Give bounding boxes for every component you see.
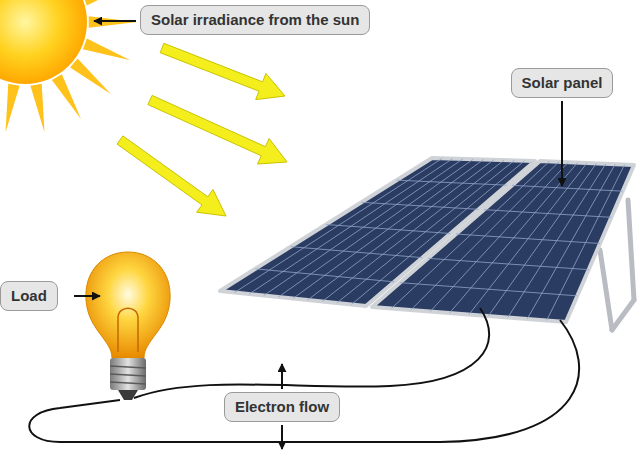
callout-label: Load xyxy=(0,281,58,311)
sun-ray xyxy=(52,74,81,119)
sun-ray xyxy=(70,59,111,94)
solar-panel xyxy=(220,158,634,322)
callout-label: Electron flow xyxy=(224,392,340,422)
sun-ray xyxy=(6,84,20,133)
panel-grid xyxy=(391,161,624,320)
label-text: Electron flow xyxy=(235,398,329,416)
sun-ray xyxy=(83,0,130,6)
callout-label: Solar irradiance from the sun xyxy=(140,5,370,35)
sun-ray xyxy=(30,84,44,133)
panel-frame xyxy=(372,161,634,322)
sun-disc xyxy=(0,0,87,84)
irradiance-arrow xyxy=(148,95,287,164)
callout-label: Solar panel xyxy=(511,68,614,98)
irradiance-arrows xyxy=(117,43,287,216)
sun-icon xyxy=(0,0,137,132)
sun-ray xyxy=(83,38,130,60)
label-text: Solar panel xyxy=(522,74,603,92)
label-text: Solar irradiance from the sun xyxy=(151,11,359,29)
light-bulb xyxy=(86,252,170,400)
sun-ray xyxy=(89,16,137,28)
leader-lines xyxy=(74,21,562,449)
label-text: Load xyxy=(11,287,47,305)
irradiance-arrow xyxy=(117,136,226,216)
irradiance-arrow xyxy=(160,43,285,99)
